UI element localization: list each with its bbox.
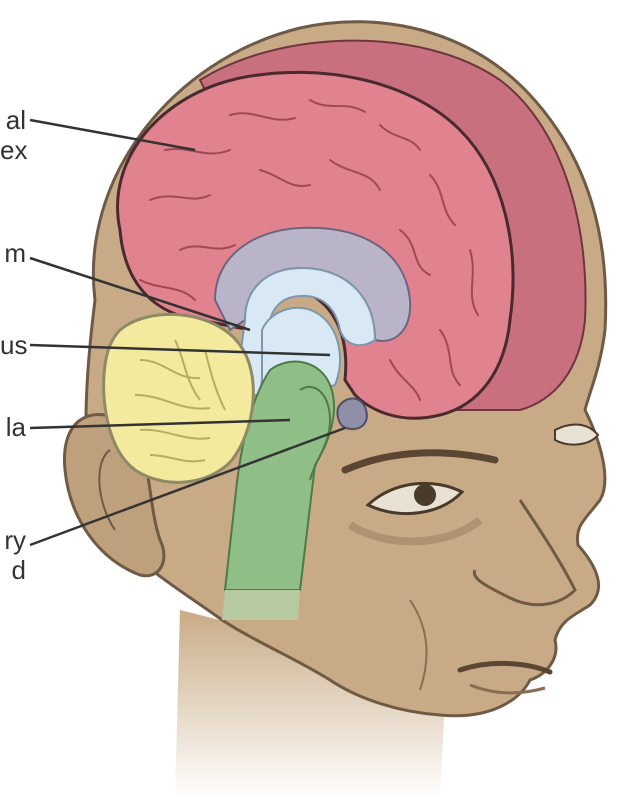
label-thalamus: us [0, 330, 28, 360]
cerebrum-folds [139, 99, 479, 401]
label-corpus-callosum: m [0, 238, 26, 268]
label-line: ex [0, 135, 28, 165]
pituitary-gland [336, 397, 368, 430]
label-cerebral-cortex: al ex [0, 105, 28, 165]
label-line: us [0, 330, 28, 360]
eyebrow [341, 449, 499, 474]
leader-pituitary [29, 426, 346, 547]
leader-thalamus [29, 343, 331, 357]
far-eye [554, 423, 600, 446]
leader-cortex [29, 118, 196, 152]
label-line: m [4, 238, 26, 268]
cerebellum [102, 312, 255, 484]
leader-medulla [29, 418, 291, 430]
nose-icon [472, 499, 577, 607]
spinal-cord [222, 590, 300, 620]
leader-callosum [29, 256, 251, 332]
ventricle [233, 266, 377, 396]
eye-shadow [347, 516, 483, 546]
mouth-icon [457, 661, 553, 675]
label-medulla: la [0, 412, 26, 442]
cheek-line [409, 599, 428, 691]
leader-lines [29, 118, 346, 547]
neck [175, 610, 445, 798]
pupil [414, 484, 436, 506]
label-pituitary-gland: ry d [0, 525, 26, 585]
label-line: d [11, 555, 26, 585]
label-line: la [5, 412, 26, 442]
label-line: ry [4, 525, 26, 555]
cerebellum-folds [134, 339, 226, 463]
label-line: al [5, 105, 26, 135]
